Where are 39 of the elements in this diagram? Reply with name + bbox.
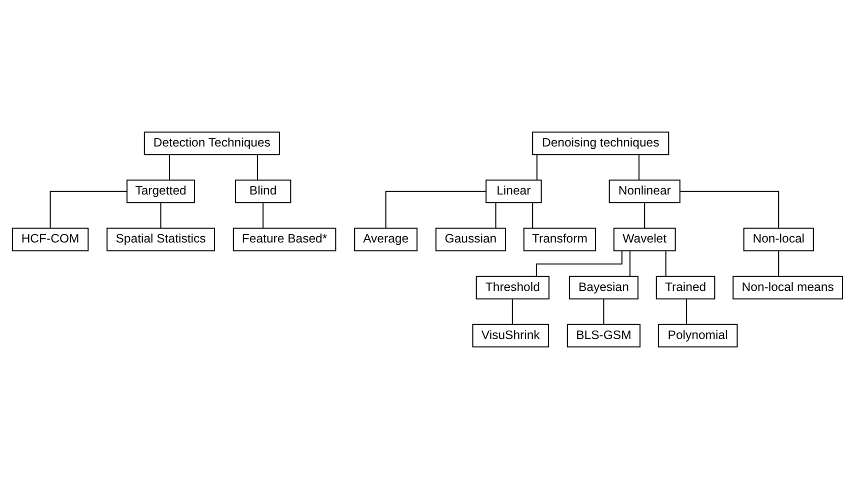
node-box: Feature Based*: [232, 227, 336, 251]
node-box: BLS-GSM: [566, 323, 641, 347]
node-box: Linear: [486, 179, 542, 203]
node-box: Gaussian: [435, 227, 506, 251]
node-box: Nonlinear: [608, 179, 680, 203]
node-box: Detection Techniques: [144, 131, 280, 155]
node-box: Targetted: [126, 179, 196, 203]
node-box: Non-local: [743, 227, 814, 251]
node-box: Spatial Statistics: [106, 227, 215, 251]
node-box: Trained: [656, 275, 716, 299]
node-box: Wavelet: [613, 227, 676, 251]
connector: [665, 250, 666, 276]
connector: [686, 298, 688, 324]
connector: [262, 202, 264, 228]
node-box: Non-local means: [732, 275, 844, 299]
connector: [532, 202, 534, 228]
connector: [629, 250, 630, 276]
connector: [644, 202, 646, 228]
node-box: Denoising techniques: [532, 131, 670, 155]
connector: [512, 298, 513, 324]
connector: [495, 202, 496, 228]
node-box: Average: [354, 227, 418, 251]
connector: [168, 154, 170, 180]
node-box: Polynomial: [658, 323, 738, 347]
node-box: VisuShrink: [472, 323, 549, 347]
connector: [536, 154, 538, 180]
connector: [160, 202, 162, 228]
connector: [385, 190, 486, 228]
connector: [638, 154, 640, 180]
connector: [603, 298, 604, 324]
node-box: Threshold: [476, 275, 550, 299]
node-box: Blind: [234, 179, 292, 203]
node-box: Bayesian: [568, 275, 638, 299]
node-box: Transform: [523, 227, 596, 251]
connector: [778, 250, 780, 276]
node-box: HCF-COM: [12, 227, 89, 251]
connector: [256, 154, 258, 180]
connector: [50, 190, 127, 228]
connector: [680, 190, 780, 228]
